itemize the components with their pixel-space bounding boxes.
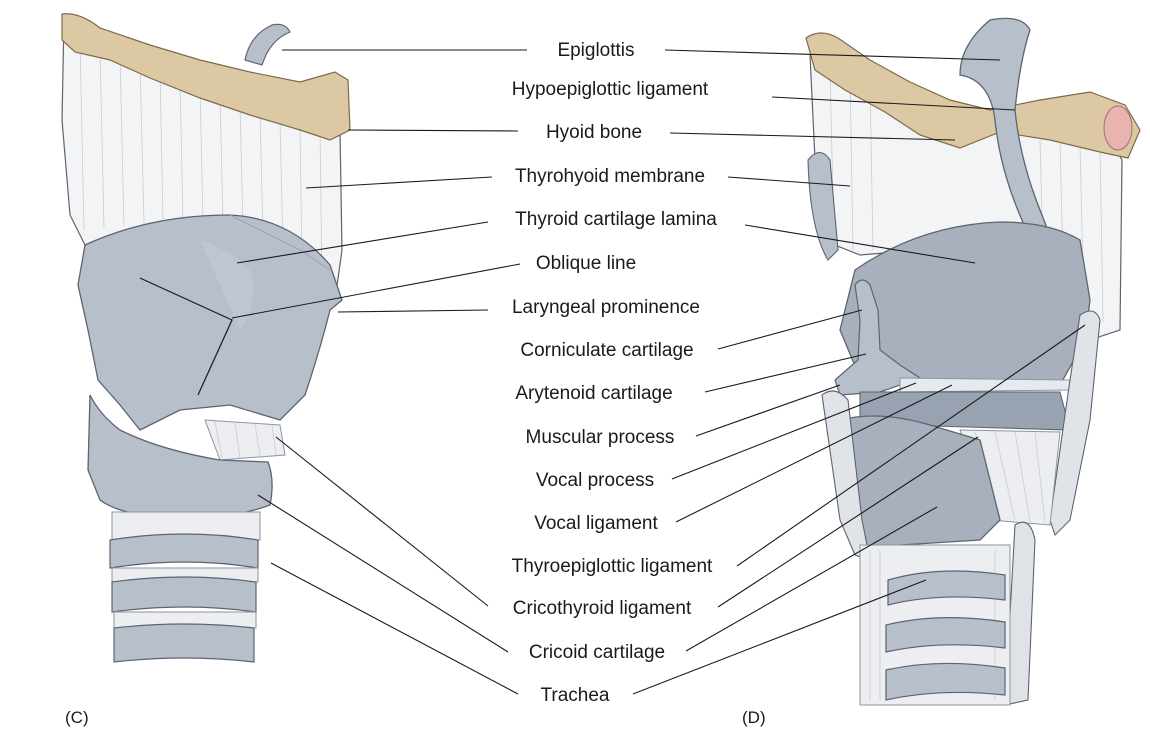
- label-vocal-ligament: Vocal ligament: [534, 513, 658, 534]
- figure-c-anterior-larynx: [62, 14, 350, 662]
- label-laryngeal-prominence: Laryngeal prominence: [512, 297, 700, 318]
- label-trachea: Trachea: [541, 685, 610, 706]
- trachea-d: [860, 545, 1010, 705]
- trachea-c: [110, 512, 260, 662]
- label-hypoepiglottic-ligament: Hypoepiglottic ligament: [512, 79, 709, 100]
- label-epiglottis: Epiglottis: [557, 40, 634, 61]
- label-muscular-process: Muscular process: [526, 427, 675, 448]
- vocal-ligament-d: [900, 378, 1070, 392]
- label-cricoid-cartilage: Cricoid cartilage: [529, 642, 665, 663]
- label-corniculate-cartilage: Corniculate cartilage: [520, 340, 693, 361]
- label-oblique-line: Oblique line: [536, 253, 636, 274]
- figure-d-lateral-larynx: [806, 18, 1140, 705]
- label-thyroid-cartilage-lamina: Thyroid cartilage lamina: [515, 209, 717, 230]
- epiglottis-c: [245, 24, 290, 65]
- label-thyrohyoid-membrane: Thyrohyoid membrane: [515, 166, 705, 187]
- label-thyroepiglottic-ligament: Thyroepiglottic ligament: [512, 556, 713, 577]
- label-arytenoid-cartilage: Arytenoid cartilage: [515, 383, 672, 404]
- label-hyoid-bone: Hyoid bone: [546, 122, 642, 143]
- label-vocal-process: Vocal process: [536, 470, 654, 491]
- cricothyroid-ligament-c: [205, 420, 285, 460]
- panel-label-c: (C): [65, 708, 89, 727]
- label-cricothyroid-ligament: Cricothyroid ligament: [513, 598, 692, 619]
- panel-label-d: (D): [742, 708, 766, 727]
